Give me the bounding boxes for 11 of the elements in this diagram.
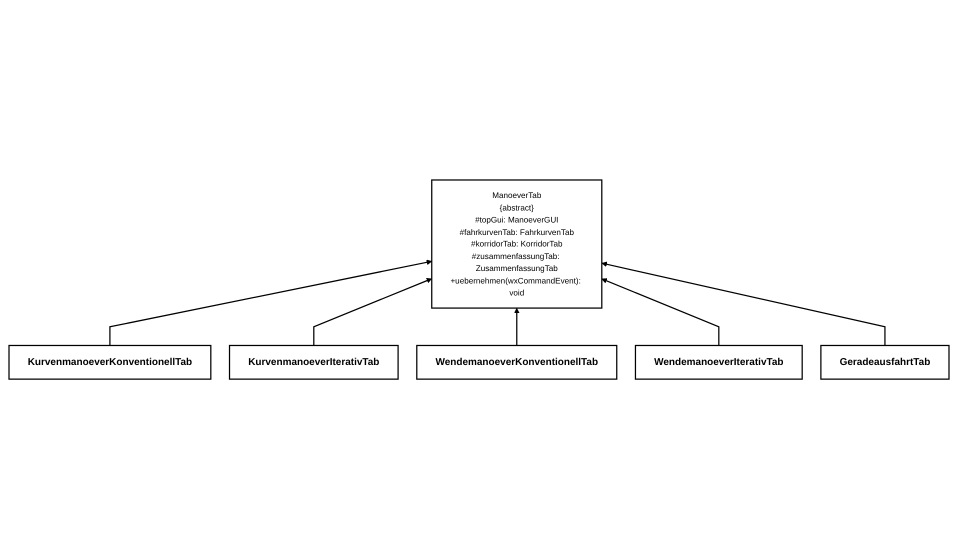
node-box: ManoeverTab {abstract} #topGui: ManoeverGUI #fahrkurvenTab: FahrkurvenTab #korridorTab: KorridorTab #zusammenfassungTab: ZusammenfassungTab +uebernehmen(wxCommandEvent): void <box>431 180 602 310</box>
node-box: WendemanoeverIterativTab <box>634 345 803 380</box>
arrow <box>602 262 886 346</box>
arrow <box>602 278 720 346</box>
node-box: WendemanoeverKonventionellTab <box>416 345 618 380</box>
node-box: KurvenmanoeverKonventionellTab <box>8 345 212 380</box>
arrow <box>109 260 432 346</box>
arrow <box>514 308 520 346</box>
node-box: GeradeausfahrtTab <box>820 345 950 380</box>
node-box: KurvenmanoeverIterativTab <box>228 345 399 380</box>
arrow <box>313 278 432 346</box>
